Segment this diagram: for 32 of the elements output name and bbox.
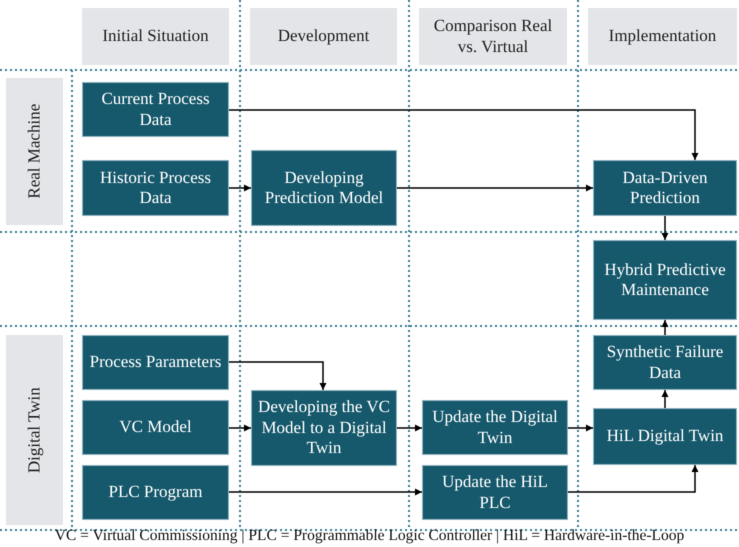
process-box: Historic Process Data (82, 160, 229, 216)
row-header: Digital Twin (6, 335, 63, 525)
process-box: Current Process Data (82, 82, 229, 137)
arrow (229, 488, 422, 496)
row-header: Real Machine (6, 78, 63, 225)
process-box: Hybrid Predictive Maintenance (593, 240, 737, 320)
column-header: Initial Situation (82, 8, 229, 65)
arrow (662, 216, 668, 240)
process-box: Process Parameters (82, 335, 229, 390)
abbreviation-note: VC = Virtual Commissioning | PLC = Programmable Logic Controller | HiL = Hardware-in-the-Loop (54, 527, 686, 545)
process-box: Synthetic Failure Data (593, 335, 737, 390)
arrow (229, 424, 251, 432)
arrow (229, 184, 251, 192)
process-box: Developing Prediction Model (251, 150, 397, 226)
column-header: Implementation (588, 8, 737, 65)
arrow (568, 424, 593, 432)
process-box: VC Model (82, 400, 229, 455)
process-box: PLC Program (82, 465, 229, 520)
arrow (568, 465, 698, 493)
arrow (229, 109, 698, 160)
arrow (662, 390, 668, 408)
process-box: HiL Digital Twin (593, 408, 737, 465)
arrow (662, 320, 668, 335)
process-box: Update the HiL PLC (422, 465, 568, 520)
column-header: Comparison Real vs. Virtual (419, 8, 567, 65)
arrow (397, 184, 593, 192)
process-box: Data-Driven Prediction (593, 160, 737, 216)
column-header: Development (250, 8, 397, 65)
arrow (229, 361, 326, 390)
process-box: Developing the VC Model to a Digital Twin (251, 390, 397, 466)
arrow (397, 424, 422, 432)
process-box: Update the Digital Twin (422, 400, 568, 455)
